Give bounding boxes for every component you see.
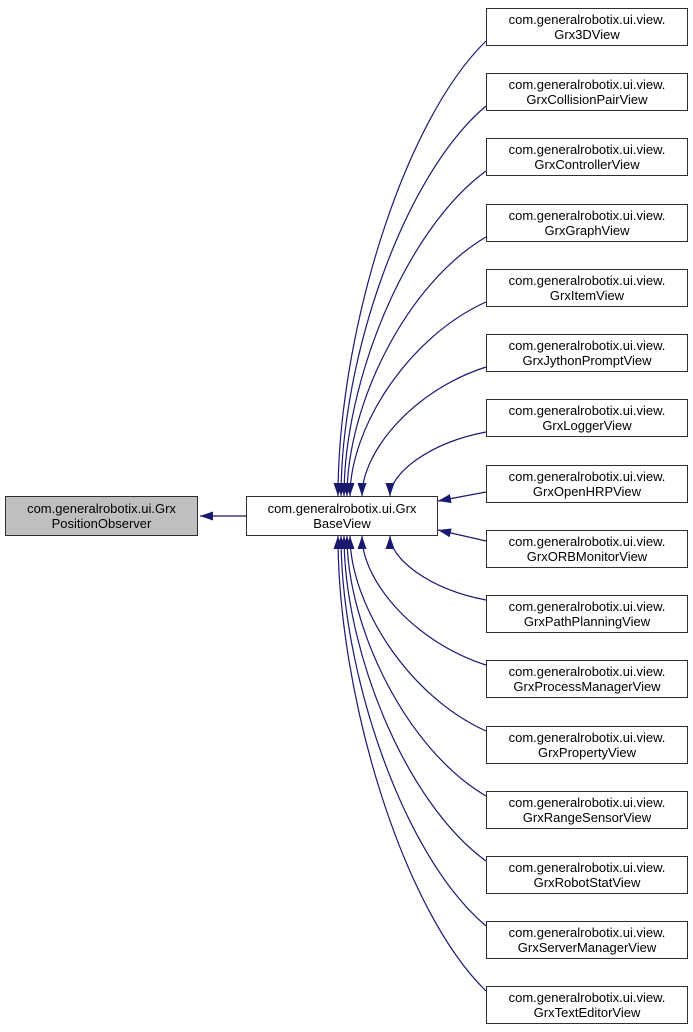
node-class-line: GrxControllerView xyxy=(534,157,640,172)
node-class-line: GrxItemView xyxy=(549,288,625,303)
class-node-grx-robot-stat-view[interactable]: com.generalrobotix.ui.view. GrxRobotStat… xyxy=(486,856,688,894)
node-package-line: com.generalrobotix.ui.view. xyxy=(508,534,666,549)
node-class-line: GrxOpenHRPView xyxy=(532,484,642,499)
node-package-line: com.generalrobotix.ui.view. xyxy=(508,77,666,92)
edge-grx-controller-view xyxy=(339,170,487,497)
edge-grx-range-sensor-view xyxy=(342,535,487,797)
edge-grx-graph-view xyxy=(342,236,487,497)
node-class-line: GrxJythonPromptView xyxy=(522,353,652,368)
node-package-line: com.generalrobotix.ui.view. xyxy=(508,403,666,418)
edge-grx-text-editor-view xyxy=(333,535,487,992)
edge-grx-jython-prompt-view xyxy=(357,366,487,497)
class-node-grx-text-editor-view[interactable]: com.generalrobotix.ui.view. GrxTextEdito… xyxy=(486,986,688,1024)
class-node-grx-property-view[interactable]: com.generalrobotix.ui.view. GrxPropertyV… xyxy=(486,726,688,764)
class-node-grx-3d-view[interactable]: com.generalrobotix.ui.view. Grx3DView xyxy=(486,8,688,46)
edge-grx-path-planning-view xyxy=(385,535,487,601)
edge-grx-process-manager-view xyxy=(357,535,487,666)
class-node-grx-logger-view[interactable]: com.generalrobotix.ui.view. GrxLoggerVie… xyxy=(486,399,688,437)
node-class-line: GrxServerManagerView xyxy=(517,940,657,955)
node-class-line: GrxLoggerView xyxy=(542,418,632,433)
edge-grx-item-view xyxy=(345,301,487,497)
edge-grx-collision-pair-view xyxy=(336,105,487,497)
node-package-line: com.generalrobotix.ui.Grx xyxy=(27,501,176,516)
node-package-line: com.generalrobotix.ui.view. xyxy=(508,925,666,940)
node-package-line: com.generalrobotix.ui.view. xyxy=(508,338,666,353)
node-class-line: GrxCollisionPairView xyxy=(526,92,648,107)
class-node-grx-base-view[interactable]: com.generalrobotix.ui.Grx BaseView xyxy=(246,496,438,536)
edge-grx-server-manager-view xyxy=(336,535,487,927)
node-package-line: com.generalrobotix.ui.view. xyxy=(508,795,666,810)
class-node-grx-graph-view[interactable]: com.generalrobotix.ui.view. GrxGraphView xyxy=(486,204,688,242)
node-package-line: com.generalrobotix.ui.view. xyxy=(508,730,666,745)
edge-grx-property-view xyxy=(345,535,487,732)
node-class-line: GrxPathPlanningView xyxy=(523,614,651,629)
node-package-line: com.generalrobotix.ui.view. xyxy=(508,599,666,614)
node-package-line: com.generalrobotix.ui.view. xyxy=(508,208,666,223)
edge-grx-logger-view xyxy=(385,431,487,497)
node-class-line: GrxRobotStatView xyxy=(533,875,641,890)
node-class-line: GrxPropertyView xyxy=(537,745,636,760)
node-class-line: GrxTextEditorView xyxy=(533,1005,641,1020)
class-node-grx-process-manager-view[interactable]: com.generalrobotix.ui.view. GrxProcessMa… xyxy=(486,660,688,698)
edge-grx-3d-view xyxy=(333,40,487,497)
class-node-grx-jython-prompt-view[interactable]: com.generalrobotix.ui.view. GrxJythonPro… xyxy=(486,334,688,372)
class-node-grx-orb-monitor-view[interactable]: com.generalrobotix.ui.view. GrxORBMonito… xyxy=(486,530,688,568)
node-class-line: GrxGraphView xyxy=(544,223,630,238)
class-node-grx-range-sensor-view[interactable]: com.generalrobotix.ui.view. GrxRangeSens… xyxy=(486,791,688,829)
node-class-line: PositionObserver xyxy=(51,516,152,531)
node-package-line: com.generalrobotix.ui.view. xyxy=(508,469,666,484)
edge-grx-robot-stat-view xyxy=(339,535,487,862)
node-class-line: BaseView xyxy=(313,516,371,531)
class-node-grx-server-manager-view[interactable]: com.generalrobotix.ui.view. GrxServerMan… xyxy=(486,921,688,959)
node-package-line: com.generalrobotix.ui.view. xyxy=(508,664,666,679)
class-node-grx-controller-view[interactable]: com.generalrobotix.ui.view. GrxControlle… xyxy=(486,138,688,176)
edge-grx-orb-monitor-view xyxy=(437,528,487,542)
class-node-grx-path-planning-view[interactable]: com.generalrobotix.ui.view. GrxPathPlann… xyxy=(486,595,688,633)
node-class-line: GrxORBMonitorView xyxy=(526,549,648,564)
node-package-line: com.generalrobotix.ui.view. xyxy=(508,12,666,27)
class-node-grx-position-observer[interactable]: com.generalrobotix.ui.Grx PositionObserv… xyxy=(5,496,198,536)
node-package-line: com.generalrobotix.ui.view. xyxy=(508,860,666,875)
node-package-line: com.generalrobotix.ui.Grx xyxy=(267,501,417,516)
node-package-line: com.generalrobotix.ui.view. xyxy=(508,990,666,1005)
class-node-grx-item-view[interactable]: com.generalrobotix.ui.view. GrxItemView xyxy=(486,269,688,307)
node-class-line: Grx3DView xyxy=(554,27,620,42)
class-node-grx-collision-pair-view[interactable]: com.generalrobotix.ui.view. GrxCollision… xyxy=(486,73,688,111)
node-package-line: com.generalrobotix.ui.view. xyxy=(508,142,666,157)
node-class-line: GrxRangeSensorView xyxy=(522,810,652,825)
node-package-line: com.generalrobotix.ui.view. xyxy=(508,273,666,288)
class-node-grx-open-hrp-view[interactable]: com.generalrobotix.ui.view. GrxOpenHRPVi… xyxy=(486,465,688,503)
node-class-line: GrxProcessManagerView xyxy=(513,679,661,694)
edge-grx-open-hrp-view xyxy=(437,491,487,504)
